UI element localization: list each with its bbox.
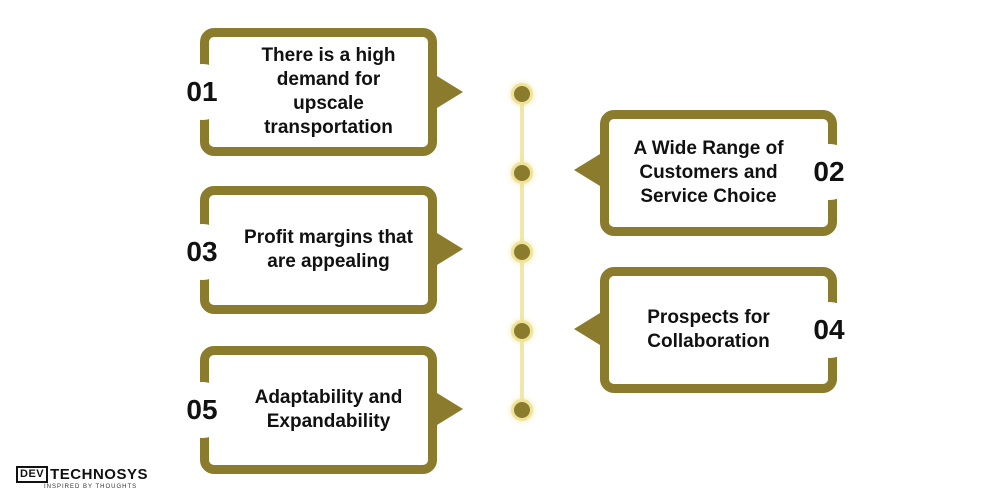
step-card-05: Adaptability and Expandability [200, 346, 437, 474]
step-number-04: 04 [803, 304, 855, 356]
step-arrow-05 [437, 393, 463, 425]
timeline-dot-3 [511, 241, 533, 263]
timeline-dot-5 [511, 399, 533, 421]
timeline-dot-1 [511, 83, 533, 105]
step-number-02: 02 [803, 146, 855, 198]
step-text-03: Profit margins that are appealing [244, 227, 413, 272]
step-card-02: A Wide Range of Customers and Service Ch… [600, 110, 837, 236]
logo-name: TECHNOSYS [50, 466, 148, 483]
brand-logo: DEV TECHNOSYS INSPIRED BY THOUGHTS [16, 466, 148, 490]
step-card-04: Prospects for Collaboration [600, 267, 837, 393]
step-text-05: Adaptability and Expandability [254, 387, 403, 432]
step-number-05: 05 [176, 384, 228, 436]
step-arrow-04 [574, 313, 600, 345]
logo-wordmark: DEV TECHNOSYS [16, 466, 148, 483]
timeline-dot-4 [511, 320, 533, 342]
step-arrow-02 [574, 154, 600, 186]
logo-tagline: INSPIRED BY THOUGHTS [44, 484, 138, 490]
step-text-04: Prospects for Collaboration [647, 307, 770, 352]
step-card-01: There is a high demand for upscale trans… [200, 28, 437, 156]
step-card-03: Profit margins that are appealing [200, 186, 437, 314]
step-arrow-01 [437, 76, 463, 108]
step-text-01: There is a high demand for upscale trans… [261, 45, 396, 138]
timeline-dot-2 [511, 162, 533, 184]
step-number-01: 01 [176, 66, 228, 118]
logo-mark: DEV [16, 466, 49, 483]
step-text-02: A Wide Range of Customers and Service Ch… [633, 138, 784, 207]
step-number-03: 03 [176, 226, 228, 278]
step-arrow-03 [437, 233, 463, 265]
